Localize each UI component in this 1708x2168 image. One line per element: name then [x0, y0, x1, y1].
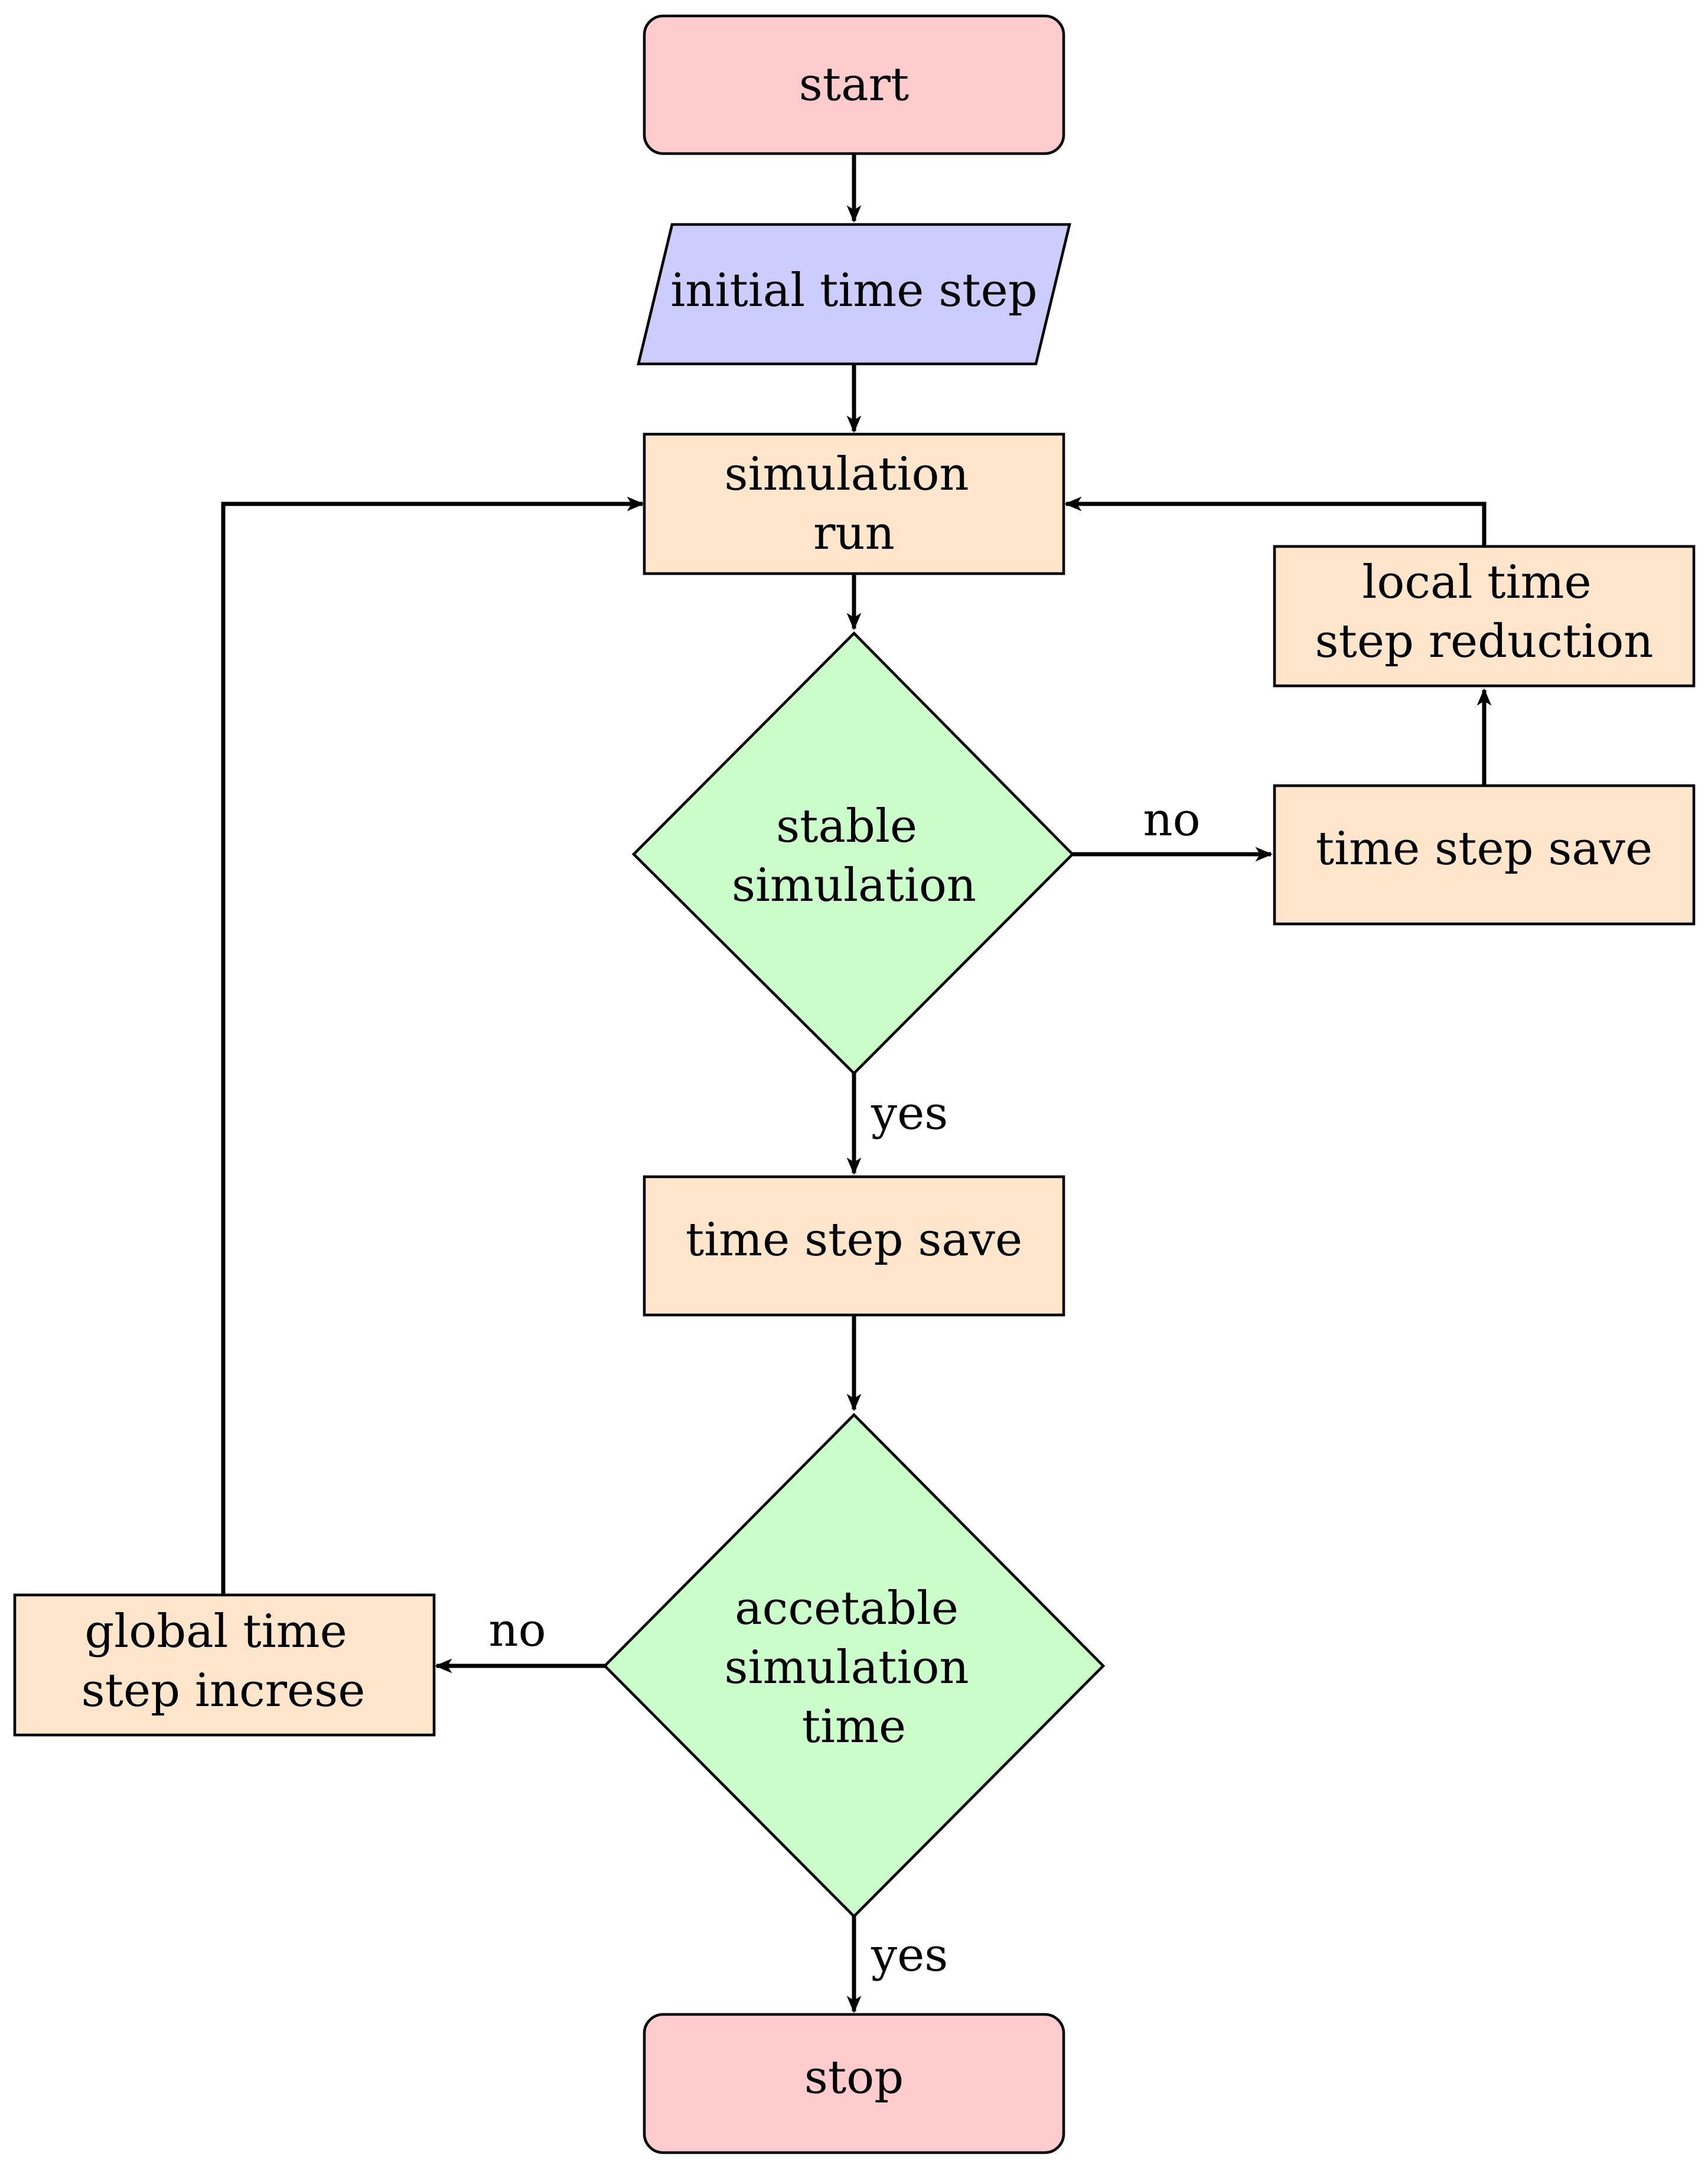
- node-stop-line: stop: [804, 2051, 904, 2104]
- node-global-time-step-increase-line-1: global time: [84, 1605, 347, 1658]
- local-time-step-reduction-process-shape: [1273, 545, 1696, 688]
- node-initial-time-step-label: initial time step: [670, 264, 1037, 317]
- node-acceptable-simulation-time-line-2: simulation: [725, 1641, 969, 1694]
- node-stable-simulation-line-2: simulation: [732, 859, 976, 912]
- node-acceptable-simulation-time-line-3: time: [802, 1700, 906, 1753]
- node-time-step-save-center-line: time step save: [686, 1213, 1022, 1267]
- stop-terminal-shape: [643, 2013, 1065, 2154]
- node-simulation-run-line-1: simulation: [725, 448, 969, 501]
- node-time-step-save-center: time step save: [643, 1175, 1065, 1317]
- node-start-label: start: [799, 58, 910, 112]
- node-local-time-step-reduction-label: local time step reduction: [1315, 541, 1653, 668]
- node-time-step-save-right: time step save: [1273, 784, 1696, 926]
- node-stable-simulation-line-1: stable: [776, 800, 917, 853]
- node-simulation-run-line-2: run: [813, 507, 895, 560]
- node-time-step-save-center-label: time step save: [686, 1213, 1022, 1267]
- node-acceptable-simulation-time-line-1: accetable: [735, 1582, 959, 1635]
- node-initial-time-step: initial time step: [637, 223, 1071, 366]
- simulation-run-process-shape: [643, 432, 1065, 575]
- node-local-time-step-reduction-line-1: local time: [1362, 556, 1591, 609]
- node-acceptable-simulation-time-label: accetable simulation time: [725, 1567, 984, 1753]
- node-stable-simulation: stable simulation: [631, 631, 1075, 1076]
- initial-time-step-input-shape: [637, 223, 1071, 366]
- node-start-line: start: [799, 58, 910, 112]
- node-simulation-run-label: simulation run: [725, 432, 984, 560]
- node-global-time-step-increase-label: global time step increse: [82, 1590, 366, 1717]
- node-local-time-step-reduction: local time step reduction: [1273, 541, 1696, 688]
- node-global-time-step-increase: global time step increse: [13, 1590, 436, 1737]
- node-time-step-save-right-line: time step save: [1316, 822, 1652, 875]
- node-start: start: [643, 14, 1065, 155]
- node-local-time-step-reduction-line-2: step reduction: [1315, 615, 1653, 668]
- time-step-save-right-process-shape: [1273, 784, 1696, 926]
- start-terminal-shape: [643, 14, 1065, 155]
- edge-global-to-run: [221, 496, 644, 1595]
- stable-simulation-decision-shape: [631, 631, 1075, 1076]
- node-simulation-run: simulation run: [643, 432, 1065, 575]
- acceptable-no-label: no: [488, 1604, 546, 1657]
- node-acceptable-simulation-time: accetable simulation time: [602, 1412, 1106, 1919]
- time-step-save-center-process-shape: [643, 1175, 1065, 1317]
- global-time-step-increase-process-shape: [13, 1593, 436, 1737]
- node-stop: stop: [643, 2013, 1065, 2154]
- stable-no-label: no: [1143, 793, 1200, 847]
- node-initial-time-step-line: initial time step: [670, 264, 1037, 317]
- node-stop-label: stop: [804, 2051, 904, 2104]
- stable-yes-label: yes: [871, 1087, 948, 1140]
- edge-reduction-to-run: [1064, 496, 1487, 546]
- node-global-time-step-increase-line-2: step increse: [82, 1664, 366, 1717]
- node-stable-simulation-label: stable simulation: [732, 784, 976, 912]
- acceptable-yes-label: yes: [871, 1929, 948, 1982]
- acceptable-simulation-time-decision-shape: [602, 1412, 1106, 1919]
- node-time-step-save-right-label: time step save: [1316, 822, 1652, 875]
